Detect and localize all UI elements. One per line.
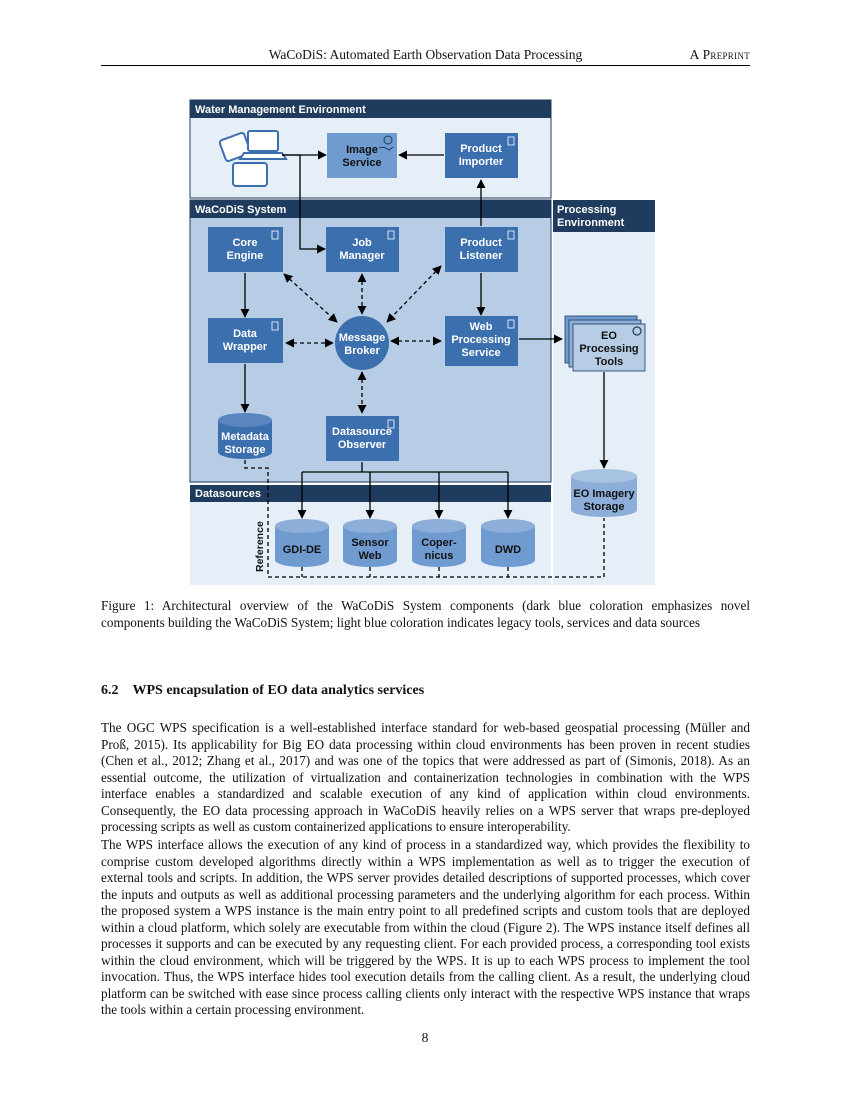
reference-line-metadata [244,460,605,578]
wps-label-1: Web [469,321,492,333]
product-importer-box [445,133,518,178]
dwd-cylinder [481,519,535,567]
message-broker-label-2: Broker [344,345,380,357]
wps-label-3: Service [461,347,500,359]
processing-env-header [553,200,655,232]
eo-imagery-storage-label-2: Storage [584,501,625,513]
component-icon [507,319,515,329]
gdi-de-label: GDI-DE [283,544,322,556]
dwd-label: DWD [495,544,521,556]
job-manager-box [326,227,399,272]
water-env-header [190,100,551,118]
paragraph: The OGC WPS specification is a well-esta… [101,720,750,834]
dashed-broker-core [283,273,338,323]
copernicus-cylinder [412,519,466,567]
core-engine-box [208,227,283,272]
section-heading: 6.2 WPS encapsulation of EO data analytic… [101,683,424,699]
page-number: 8 [421,1030,429,1045]
component-icon [271,230,279,240]
eo-tools-label-2: Processing [579,343,638,355]
product-listener-box [445,227,518,272]
copernicus-label-1: Coper- [421,537,457,549]
copernicus-label-2: nicus [425,550,454,562]
reference-label: Reference [254,521,266,572]
core-engine-label-1: Core [232,237,257,249]
wacodis-system-header [190,200,551,218]
metadata-storage-label-2: Storage [225,444,266,456]
preprint-tag: A Preprint [689,47,750,62]
component-icon [271,321,279,331]
datasource-observer-label-1: Datasource [332,426,392,438]
wps-box [445,316,518,366]
section-title: WPS encapsulation of EO data analytics s… [132,683,425,698]
job-manager-label-1: Job [352,237,372,249]
gdi-de-cylinder [275,519,329,567]
data-wrapper-label-1: Data [233,328,258,340]
dashed-broker-listener [386,265,442,323]
sensor-web-label-1: Sensor [351,537,389,549]
sensor-web-label-2: Web [358,550,381,562]
data-wrapper-box [208,318,283,363]
water-env-title: Water Management Environment [195,104,366,116]
message-broker-label-1: Message [339,332,385,344]
product-importer-label-2: Importer [459,156,504,168]
product-importer-label-1: Product [460,143,502,155]
eo-tools-label-3: Tools [595,356,624,368]
client-devices-icon [218,130,288,187]
product-listener-label-1: Product [460,237,502,249]
hand-gear-icon [378,135,394,151]
metadata-storage-cylinder [218,413,272,459]
architecture-figure: Water Management Environment WaCoDiS Sys… [189,99,655,585]
gear-icon [632,326,642,336]
job-manager-label-2: Manager [339,250,385,262]
image-service-label-2: Service [342,157,381,169]
datasource-observer-tree [302,462,508,473]
arrow-clients-to-job-manager [282,154,326,254]
image-service-label-1: Image [346,144,378,156]
running-title: WaCoDiS: Automated Earth Observation Dat… [268,47,583,62]
eo-imagery-storage-label-1: EO Imagery [573,488,635,500]
wps-label-2: Processing [451,334,510,346]
paragraph: The WPS interface allows the execution o… [101,837,750,1017]
running-header: WaCoDiS: Automated Earth Observation Dat… [101,47,750,66]
datasources-title: Datasources [195,488,261,500]
component-icon [387,419,395,429]
component-icon [507,136,515,146]
eo-imagery-storage-cylinder [571,469,637,517]
component-icon [507,230,515,240]
metadata-storage-label-1: Metadata [221,431,270,443]
core-engine-label-2: Engine [227,250,264,262]
image-service-box [327,133,397,178]
sensor-web-cylinder [343,519,397,567]
datasource-observer-label-2: Observer [338,439,387,451]
datasource-observer-box [326,416,399,461]
component-icon [387,230,395,240]
wacodis-system-title: WaCoDiS System [195,204,287,216]
eo-tools-label-1: EO [601,330,617,342]
section-number: 6.2 [101,683,119,698]
processing-env-title-1: Processing [557,204,616,216]
product-listener-label-2: Listener [460,250,504,262]
message-broker-node [335,316,389,370]
figure-caption: Figure 1: Architectural overview of the … [101,598,750,630]
data-wrapper-label-2: Wrapper [223,341,268,353]
processing-env-title-2: Environment [557,217,625,229]
